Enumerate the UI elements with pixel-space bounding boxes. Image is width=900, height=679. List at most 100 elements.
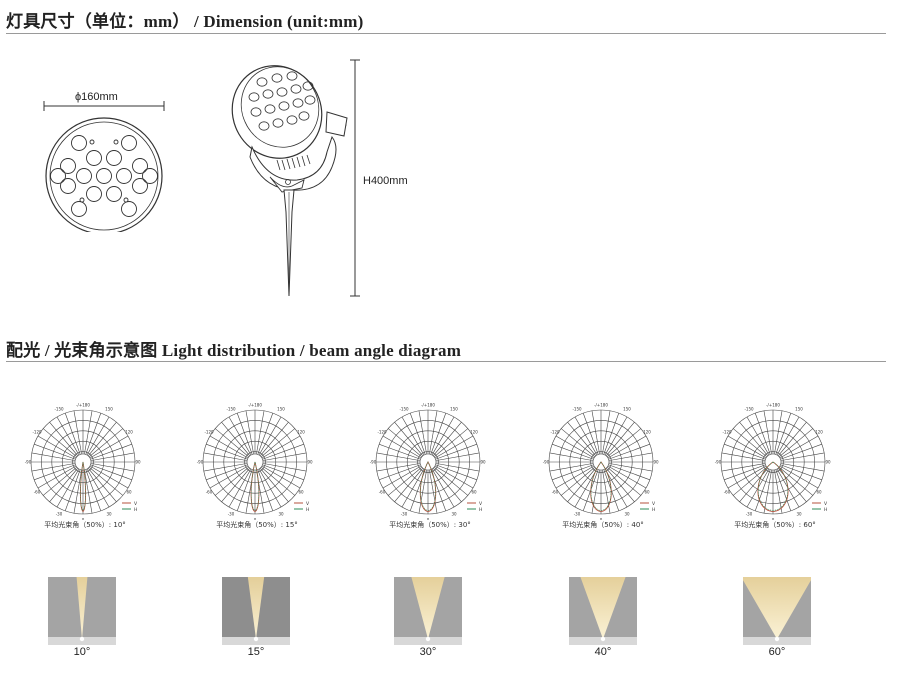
polar-grid-spoke: [607, 465, 647, 489]
polar-tick-label: -90: [543, 460, 550, 465]
polar-legend: VH: [122, 501, 138, 513]
polar-grid-spoke: [433, 428, 469, 458]
legend-v-label: V: [652, 501, 656, 507]
lamp-front-view: [43, 101, 165, 232]
led-lens: [96, 168, 112, 184]
led-lens: [60, 158, 76, 174]
beam-angle-label: 30°: [419, 646, 437, 658]
polar-tick-label: 30: [624, 512, 630, 517]
light-source-dot: [774, 636, 780, 642]
polar-grid-spoke: [775, 413, 792, 455]
polar-legend: VH: [294, 501, 310, 513]
led-lens: [292, 98, 304, 108]
polar-grid-spoke: [86, 468, 110, 508]
screw-hole: [79, 197, 85, 203]
polar-grid-spoke: [382, 465, 422, 489]
polar-tick-label: -60: [206, 490, 213, 495]
beam-angle-label: 40°: [594, 646, 612, 658]
polar-grid-spoke: [376, 452, 421, 461]
polar-grid-spoke: [73, 410, 82, 455]
polar-grid-spoke: [56, 468, 80, 508]
legend-v-label: V: [306, 501, 310, 507]
led-lens: [121, 135, 137, 151]
polar-grid-spoke: [37, 465, 77, 489]
polar-tick-label: -/+180: [421, 403, 435, 408]
polar-legend: VH: [812, 501, 828, 513]
led-lens: [256, 77, 268, 87]
polar-grid-spoke: [724, 443, 766, 460]
led-lens: [86, 150, 102, 166]
polar-grid-spoke: [721, 463, 766, 472]
light-cone: [247, 577, 265, 639]
light-cone: [580, 577, 626, 639]
polar-grid-spoke: [73, 469, 82, 514]
polar-grid-spoke: [258, 468, 282, 508]
height-label: H400mm: [363, 175, 408, 187]
h-distribution-curve: [80, 461, 86, 511]
polar-grid-spoke: [780, 452, 825, 461]
beam-angle-caption: 平均光束角（50%）: 40°: [562, 521, 644, 529]
legend-h-label: H: [479, 507, 482, 513]
led-lens: [132, 178, 148, 194]
polar-grid-spoke: [49, 421, 79, 457]
polar-tick-label: -/+180: [248, 403, 262, 408]
polar-grid-spoke: [435, 464, 477, 481]
polar-grid-spoke: [206, 443, 248, 460]
polar-tick-label: -30: [746, 512, 753, 517]
beam-cone: [48, 577, 116, 645]
polar-grid-spoke: [214, 466, 250, 496]
polar-grid-spoke: [34, 464, 76, 481]
polar-grid-spoke: [435, 443, 477, 460]
polar-grid-spoke: [379, 464, 421, 481]
polar-grid-spoke: [604, 416, 628, 456]
polar-grid-spoke: [774, 410, 783, 455]
polar-grid-spoke: [84, 469, 93, 514]
beam-angle-caption: 平均光束角（50%）: 15°: [216, 521, 298, 529]
polar-legend: VH: [640, 501, 656, 513]
led-lens: [106, 150, 122, 166]
polar-grid-spoke: [549, 452, 594, 461]
polar-grid-spoke: [552, 464, 594, 481]
polar-tick-label: 150: [623, 407, 631, 412]
polar-grid-spoke: [31, 463, 76, 472]
led-lens: [250, 107, 262, 117]
section-divider: [6, 361, 886, 362]
led-lens: [258, 121, 270, 131]
polar-grid-spoke: [603, 413, 620, 455]
polar-tick-label: -120: [377, 430, 387, 435]
polar-grid-spoke: [90, 443, 132, 460]
polar-grid-spoke: [418, 410, 427, 455]
polar-tick-label: -/+180: [766, 403, 780, 408]
led-lens: [271, 73, 283, 83]
polar-grid-spoke: [574, 416, 598, 456]
polar-grid-spoke: [724, 464, 766, 481]
polar-tick-label: -120: [32, 430, 42, 435]
beam-visual: [569, 577, 637, 645]
polar-grid-spoke: [203, 452, 248, 461]
polar-grid-spoke: [379, 443, 421, 460]
polar-grid-spoke: [203, 463, 248, 472]
screw-hole: [113, 139, 119, 145]
polar-tick-label: -30: [228, 512, 235, 517]
polar-grid-spoke: [433, 466, 469, 496]
polar-grid-spoke: [606, 428, 642, 458]
polar-grid-spoke: [778, 466, 814, 496]
polar-grid-spoke: [555, 465, 595, 489]
polar-grid-spoke: [567, 467, 597, 503]
polar-grid-spoke: [429, 469, 438, 514]
polar-grid-spoke: [606, 466, 642, 496]
polar-tick-label: -150: [572, 407, 582, 412]
polar-grid-spoke: [245, 410, 254, 455]
polar-grid-spoke: [605, 467, 635, 503]
polar-grid-spoke: [780, 443, 822, 460]
polar-grid-spoke: [434, 435, 474, 459]
polar-tick-label: 120: [470, 430, 478, 435]
polar-grid-spoke: [88, 428, 124, 458]
lamp-side-view: [231, 59, 360, 297]
polar-grid-spoke: [567, 421, 597, 457]
polar-grid-spoke: [42, 428, 78, 458]
polar-grid-spoke: [608, 443, 650, 460]
